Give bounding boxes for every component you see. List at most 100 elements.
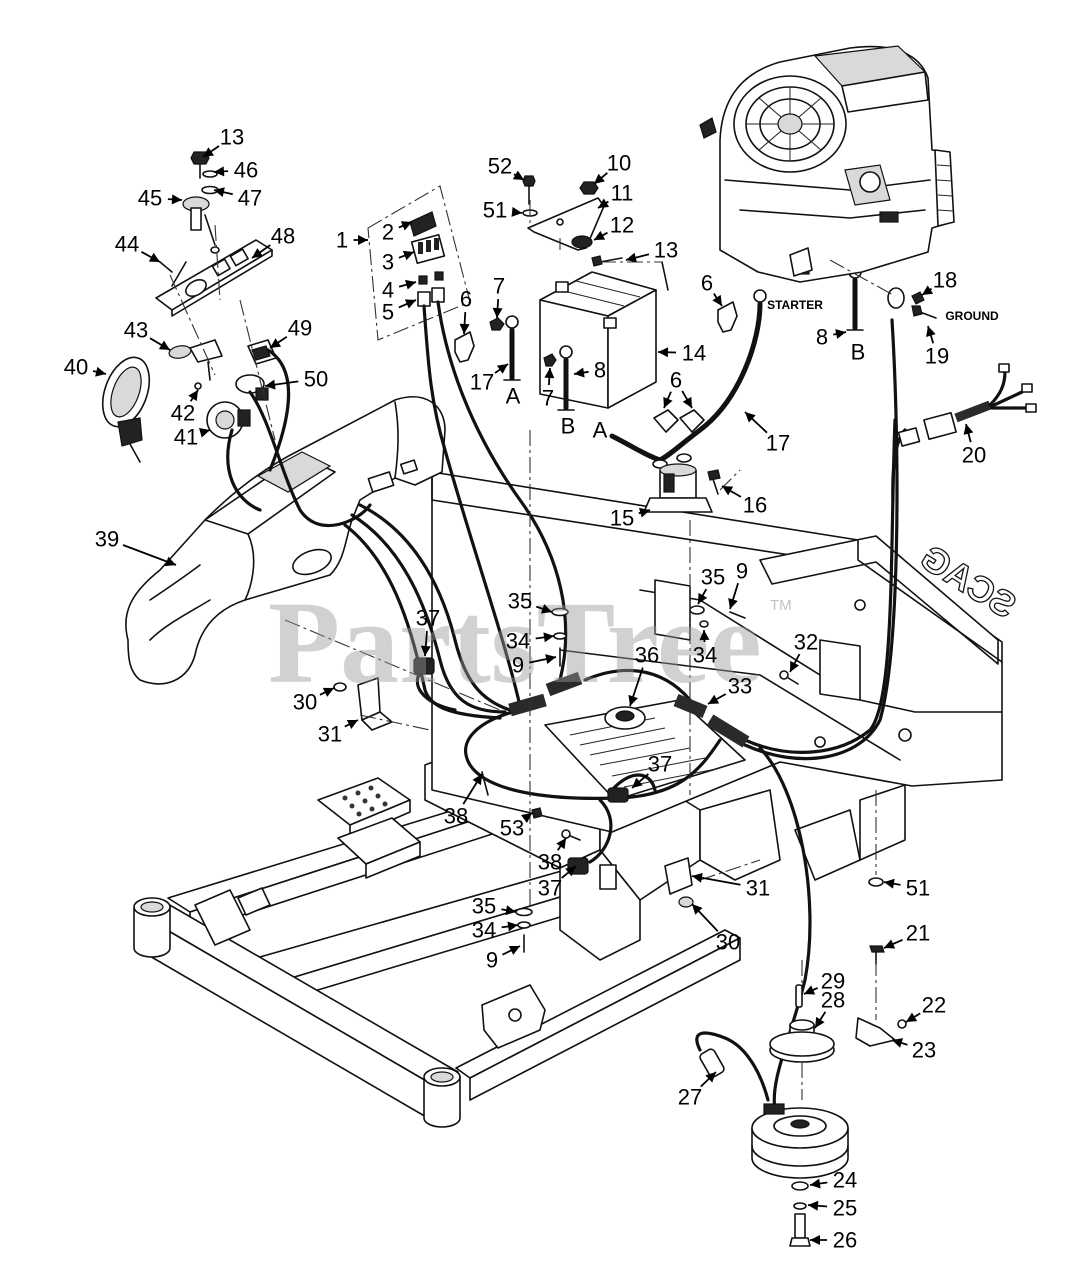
callout-number: 31 [746, 876, 770, 901]
callout-46: 46 [213, 158, 258, 183]
callout-number: 31 [318, 722, 342, 747]
callout-1: 1 [336, 228, 368, 253]
callout-13: 13 [202, 125, 244, 158]
callout-number: 36 [635, 643, 659, 668]
callout-number: 33 [728, 674, 752, 699]
callout-number: 28 [821, 988, 845, 1013]
callout-number: 13 [220, 125, 244, 150]
callout-arrow [638, 507, 651, 518]
callout-arrow [807, 1200, 828, 1211]
callout-arrow [251, 244, 271, 259]
callout-31: 31 [691, 872, 770, 901]
callout-number: 8 [594, 358, 606, 383]
callout-2: 2 [382, 220, 413, 245]
callout-number: 37 [648, 752, 672, 777]
callout-number: 40 [64, 355, 88, 380]
callout-arrow [167, 194, 183, 205]
pto-clutch [695, 877, 907, 1247]
callout-number: 29 [821, 969, 845, 994]
callout-arrow [398, 250, 415, 261]
callout-27: 27 [678, 1071, 717, 1110]
callout-number: 21 [906, 921, 930, 946]
callout-arrow [512, 170, 525, 181]
callout-51: 51 [483, 198, 523, 223]
callout-number: 49 [288, 316, 312, 341]
callout-number: 39 [95, 527, 119, 552]
callout-arrow [556, 837, 567, 851]
callout-number: 48 [271, 224, 295, 249]
callout-15: 15 [610, 506, 651, 531]
callout-number: 18 [933, 268, 957, 293]
callout-41: 41 [174, 425, 211, 450]
callout-number: 7 [542, 386, 554, 411]
callout-arrow [700, 1071, 717, 1088]
callout-arrow [492, 298, 503, 319]
callout-number: 23 [912, 1038, 936, 1063]
callout-number: 25 [833, 1196, 857, 1221]
callout-number: A [593, 418, 608, 443]
callout-arrow [573, 367, 589, 378]
callout-number: 30 [293, 690, 317, 715]
callout-number: 8 [816, 325, 828, 350]
callout-38: 38 [538, 837, 567, 875]
callout-arrow [544, 367, 555, 386]
callout-arrow [593, 230, 608, 241]
callout-21: 21 [883, 921, 930, 949]
callout-arrow [501, 921, 519, 932]
callout-49: 49 [269, 316, 312, 349]
callout-13: 13 [625, 238, 678, 263]
callout-number: 4 [382, 278, 394, 303]
callout-arrow [691, 872, 741, 886]
callout-28: 28 [814, 988, 845, 1029]
callout-arrow [561, 865, 577, 879]
callout-number: 37 [538, 876, 562, 901]
callout-a: A [593, 418, 608, 443]
callout-arrow [721, 485, 742, 498]
callout-arrow [520, 812, 533, 823]
callout-number: 17 [470, 370, 494, 395]
callout-51: 51 [883, 876, 930, 901]
callout-39: 39 [95, 527, 177, 567]
callout-35: 35 [508, 589, 553, 614]
callout-arrow [420, 630, 431, 657]
callout-6: 6 [459, 287, 472, 335]
callout-42: 42 [171, 389, 199, 426]
callout-number: 37 [416, 606, 440, 631]
callout-arrow [657, 347, 677, 358]
callout-arrow [597, 198, 610, 209]
callout-37: 37 [538, 865, 577, 901]
callout-31: 31 [318, 719, 359, 747]
callout-number: 38 [444, 804, 468, 829]
callout-arrow [535, 632, 555, 643]
callout-34: 34 [693, 629, 717, 668]
callout-9: 9 [512, 653, 557, 678]
callout-37: 37 [416, 606, 440, 657]
callout-48: 48 [251, 224, 295, 259]
battery [539, 271, 657, 409]
callout-arrow [699, 629, 710, 643]
callout-arrow [697, 588, 708, 605]
callout-number: 32 [794, 630, 818, 655]
callout-33: 33 [707, 674, 752, 705]
callout-b: B [851, 340, 866, 365]
chassis-frame [133, 747, 906, 1128]
callout-arrow [536, 604, 553, 614]
callout-7: 7 [492, 274, 505, 319]
wiring-harness [226, 300, 907, 1112]
callout-arrow [398, 221, 413, 231]
callout-number: 34 [472, 918, 496, 943]
callout-arrow [814, 1011, 827, 1029]
callout-17: 17 [744, 411, 790, 456]
callout-arrow [833, 329, 847, 339]
callout-24: 24 [809, 1168, 857, 1193]
callout-number: B [561, 414, 576, 439]
callout-43: 43 [124, 318, 171, 351]
callout-arrow [459, 311, 470, 335]
callout-40: 40 [64, 355, 107, 380]
callout-arrow [188, 389, 199, 402]
callout-arrow [122, 544, 177, 567]
callout-30: 30 [293, 687, 335, 715]
callout-47: 47 [213, 186, 262, 211]
callout-number: 16 [743, 493, 767, 518]
